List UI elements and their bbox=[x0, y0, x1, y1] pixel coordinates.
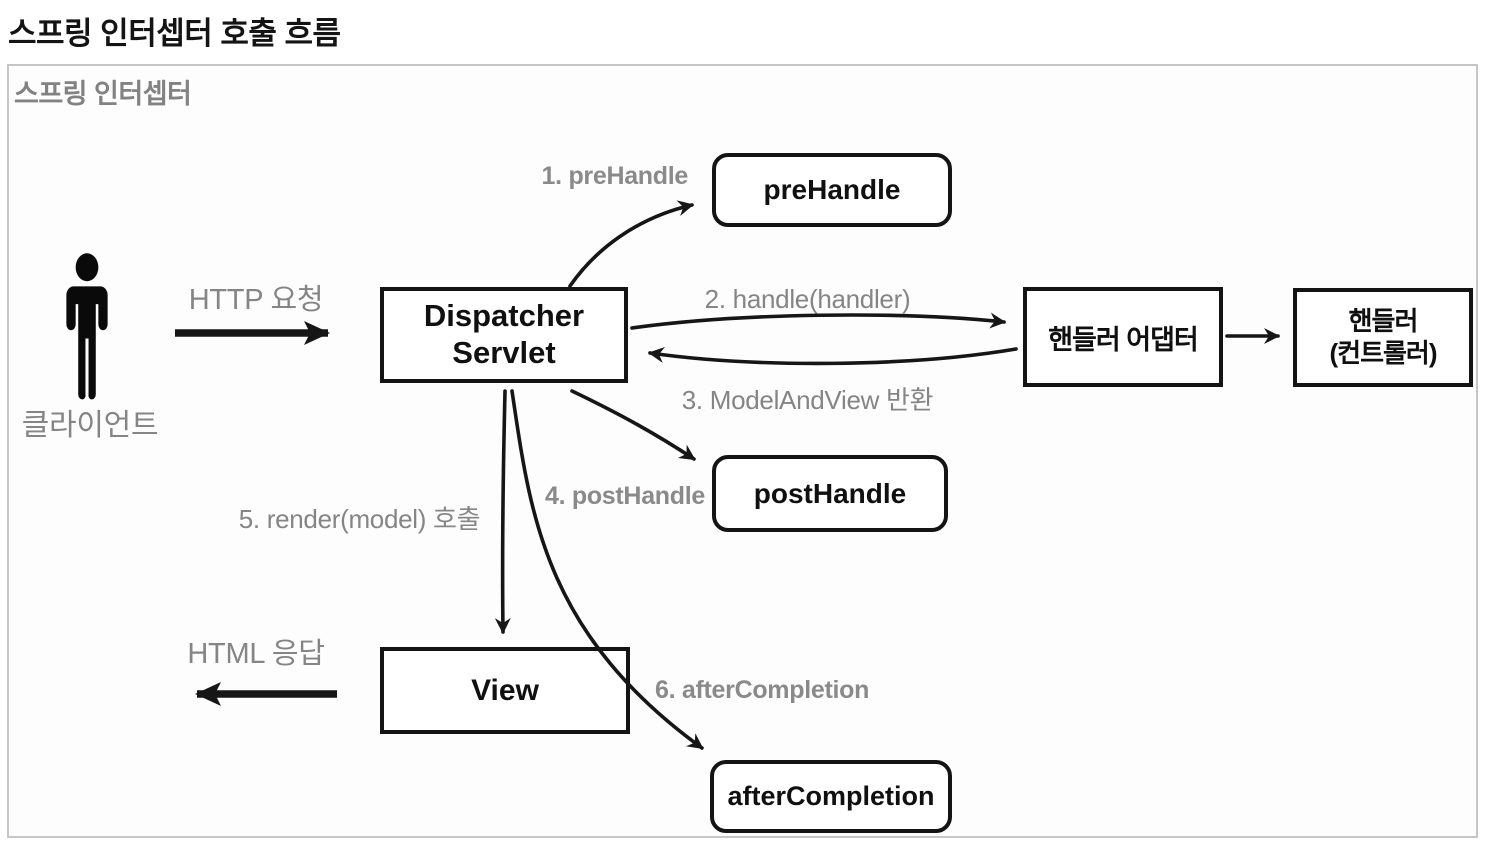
step2-label: 2. handle(handler) bbox=[704, 284, 911, 314]
view-label: View bbox=[471, 673, 539, 707]
client-label: 클라이언트 bbox=[21, 409, 159, 442]
step4-label: 4. postHandle bbox=[544, 482, 705, 510]
panel-title: 스프링 인터셉터 bbox=[14, 79, 192, 109]
aftercompletion-label: afterCompletion bbox=[727, 781, 935, 811]
step1-label: 1. preHandle bbox=[541, 162, 689, 190]
html-response-label: HTML 응답 bbox=[187, 638, 325, 670]
step3-label: 3. ModelAndView 반환 bbox=[681, 385, 934, 415]
dispatcher-servlet-line2: Servlet bbox=[452, 335, 556, 370]
prehandle-node: preHandle bbox=[712, 153, 952, 227]
aftercompletion-node: afterCompletion bbox=[710, 760, 952, 833]
page-title: 스프링 인터셉터 호출 흐름 bbox=[8, 16, 341, 51]
dispatcher-servlet-line1: Dispatcher bbox=[423, 298, 585, 334]
handler-adapter-label: 핸들러 어댑터 bbox=[1048, 324, 1199, 355]
view-node: View bbox=[380, 647, 630, 734]
client-person-icon bbox=[54, 252, 120, 407]
handler-controller-line1: 핸들러 bbox=[1348, 305, 1419, 336]
handler-controller-node: 핸들러 (컨트롤러) bbox=[1293, 288, 1473, 387]
handler-adapter-node: 핸들러 어댑터 bbox=[1023, 287, 1223, 387]
step5-label: 5. render(model) 호출 bbox=[238, 504, 481, 534]
prehandle-label: preHandle bbox=[763, 174, 901, 205]
step6-label: 6. afterCompletion bbox=[655, 676, 870, 704]
handler-controller-line2: (컨트롤러) bbox=[1329, 337, 1438, 368]
dispatcher-servlet-node: Dispatcher Servlet bbox=[380, 287, 628, 383]
posthandle-node: postHandle bbox=[712, 455, 948, 532]
posthandle-label: postHandle bbox=[753, 477, 907, 509]
http-request-label: HTTP 요청 bbox=[188, 284, 324, 316]
